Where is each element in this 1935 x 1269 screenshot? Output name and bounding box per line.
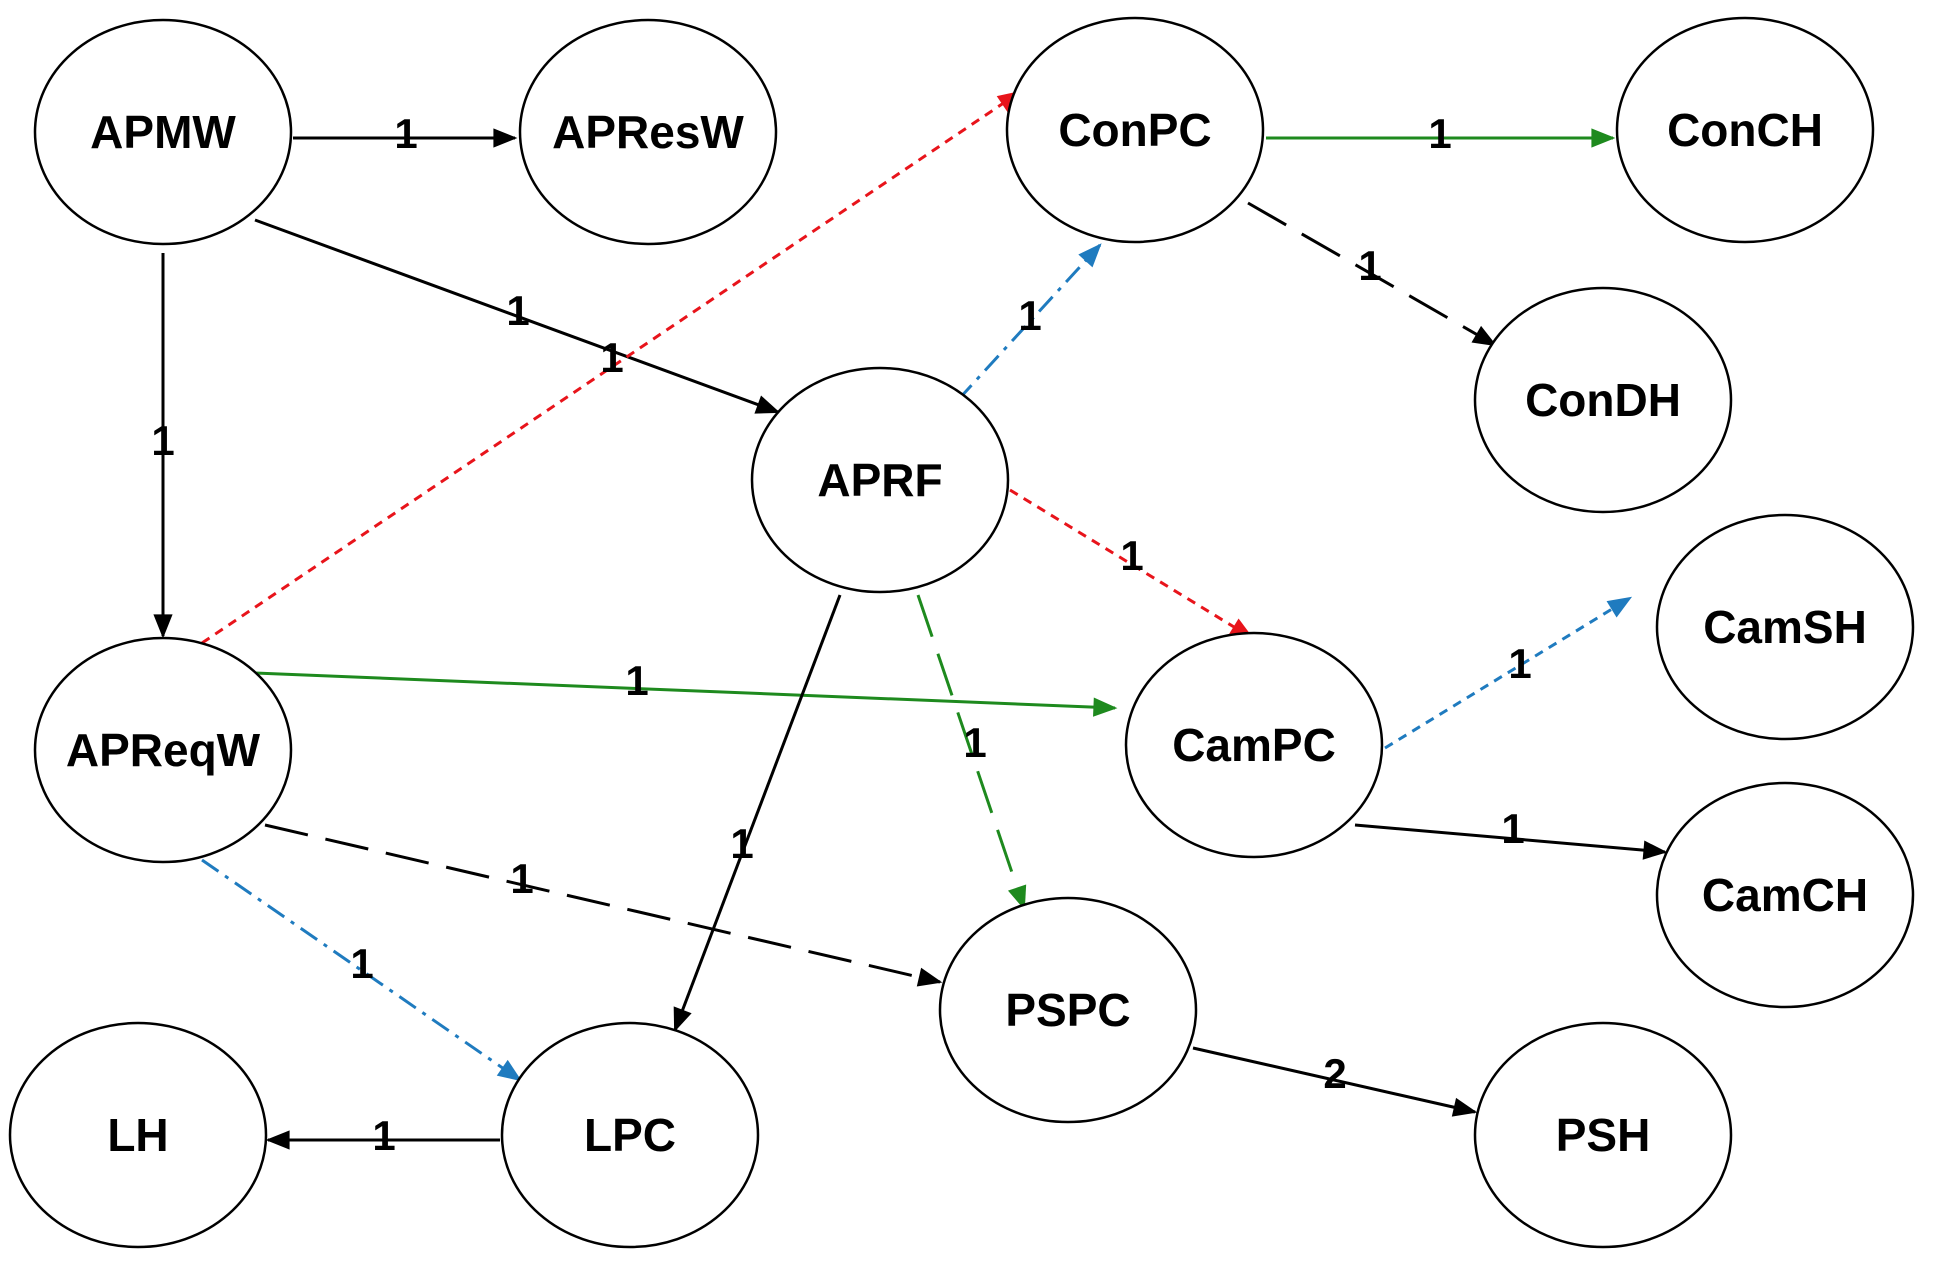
edge-apmw-to-aprf xyxy=(254,218,781,414)
node-label-psh: PSH xyxy=(1556,1109,1651,1161)
edge-label-campc-to-camsh: 1 xyxy=(1508,640,1531,687)
node-label-apresw: APResW xyxy=(552,106,744,158)
node-label-apreqw: APReqW xyxy=(66,724,261,776)
edge-label-conpc-to-conch: 1 xyxy=(1428,110,1451,157)
nodes-layer: APMW APResW ConPC ConCH ConDH APRF CamSH APReqW… xyxy=(8,16,1915,1249)
node-ellipse-conch xyxy=(1615,16,1875,244)
node-aprf: APRF xyxy=(750,366,1010,594)
node-ellipse-apreqw xyxy=(33,636,293,864)
node-label-conch: ConCH xyxy=(1667,104,1823,156)
node-apmw: APMW xyxy=(33,18,293,246)
edge-conpc-to-condh xyxy=(1247,201,1498,347)
edge-aprf-to-pspc xyxy=(916,594,1027,911)
node-label-apmw: APMW xyxy=(90,106,236,158)
edge-label-apreqw-to-pspc: 1 xyxy=(510,855,533,902)
edge-aprf-to-lpc xyxy=(673,594,842,1033)
edge-apreqw-to-lpc xyxy=(201,858,522,1082)
node-label-camch: CamCH xyxy=(1702,869,1868,921)
node-ellipse-campc xyxy=(1124,631,1384,859)
node-conpc: ConPC xyxy=(1005,16,1265,244)
node-apresw: APResW xyxy=(518,18,778,246)
edge-label-aprf-to-pspc: 1 xyxy=(963,719,986,766)
node-campc: CamPC xyxy=(1124,631,1384,859)
node-lpc: LPC xyxy=(500,1021,760,1249)
node-ellipse-psh xyxy=(1473,1021,1733,1249)
edge-apreqw-to-pspc xyxy=(264,823,943,987)
edge-label-pspc-to-psh: 2 xyxy=(1323,1050,1346,1097)
edge-apreqw-to-conpc xyxy=(201,90,1022,645)
edge-label-apmw-to-aprf: 1 xyxy=(506,287,529,334)
node-ellipse-lh xyxy=(8,1021,268,1249)
edge-label-aprf-to-conpc: 1 xyxy=(1018,292,1041,339)
edge-pspc-to-psh xyxy=(1192,1046,1478,1117)
edge-aprf-to-conpc xyxy=(956,243,1102,402)
node-ellipse-condh xyxy=(1473,286,1733,514)
node-ellipse-apmw xyxy=(33,18,293,246)
node-label-lh: LH xyxy=(107,1109,168,1161)
edge-label-aprf-to-campc: 1 xyxy=(1120,532,1143,579)
node-pspc: PSPC xyxy=(938,896,1198,1124)
edge-apreqw-to-campc xyxy=(254,671,1118,717)
node-ellipse-conpc xyxy=(1005,16,1265,244)
node-ellipse-pspc xyxy=(938,896,1198,1124)
node-label-lpc: LPC xyxy=(584,1109,676,1161)
edge-label-conpc-to-condh: 1 xyxy=(1358,242,1381,289)
node-lh: LH xyxy=(8,1021,268,1249)
node-label-condh: ConDH xyxy=(1525,374,1681,426)
node-label-pspc: PSPC xyxy=(1005,984,1130,1036)
node-ellipse-lpc xyxy=(500,1021,760,1249)
node-label-campc: CamPC xyxy=(1172,719,1336,771)
node-ellipse-camch xyxy=(1655,781,1915,1009)
edge-label-aprf-to-lpc: 1 xyxy=(730,820,753,867)
edge-label-apreqw-to-lpc: 1 xyxy=(350,940,373,987)
edge-label-lpc-to-lh: 1 xyxy=(372,1112,395,1159)
edge-label-apmw-to-apreqw: 1 xyxy=(151,417,174,464)
edge-label-apreqw-to-campc: 1 xyxy=(625,657,648,704)
node-ellipse-aprf xyxy=(750,366,1010,594)
node-conch: ConCH xyxy=(1615,16,1875,244)
node-condh: ConDH xyxy=(1473,286,1733,514)
edge-campc-to-camch xyxy=(1354,823,1668,860)
edge-label-apmw-to-apresw: 1 xyxy=(394,110,417,157)
edge-labels-layer: 1 1 1 1 1 1 1 1 1 1 1 1 1 1 1 1 2 xyxy=(151,110,1531,1159)
node-label-aprf: APRF xyxy=(817,454,942,506)
edge-label-campc-to-camch: 1 xyxy=(1501,805,1524,852)
node-apreqw: APReqW xyxy=(33,636,293,864)
edge-label-apreqw-to-conpc: 1 xyxy=(600,334,623,381)
node-ellipse-camsh xyxy=(1655,513,1915,741)
node-psh: PSH xyxy=(1473,1021,1733,1249)
node-camsh: CamSH xyxy=(1655,513,1915,741)
node-label-camsh: CamSH xyxy=(1703,601,1867,653)
edges-layer xyxy=(153,90,1668,1150)
node-ellipse-apresw xyxy=(518,18,778,246)
node-camch: CamCH xyxy=(1655,781,1915,1009)
node-label-conpc: ConPC xyxy=(1058,104,1211,156)
